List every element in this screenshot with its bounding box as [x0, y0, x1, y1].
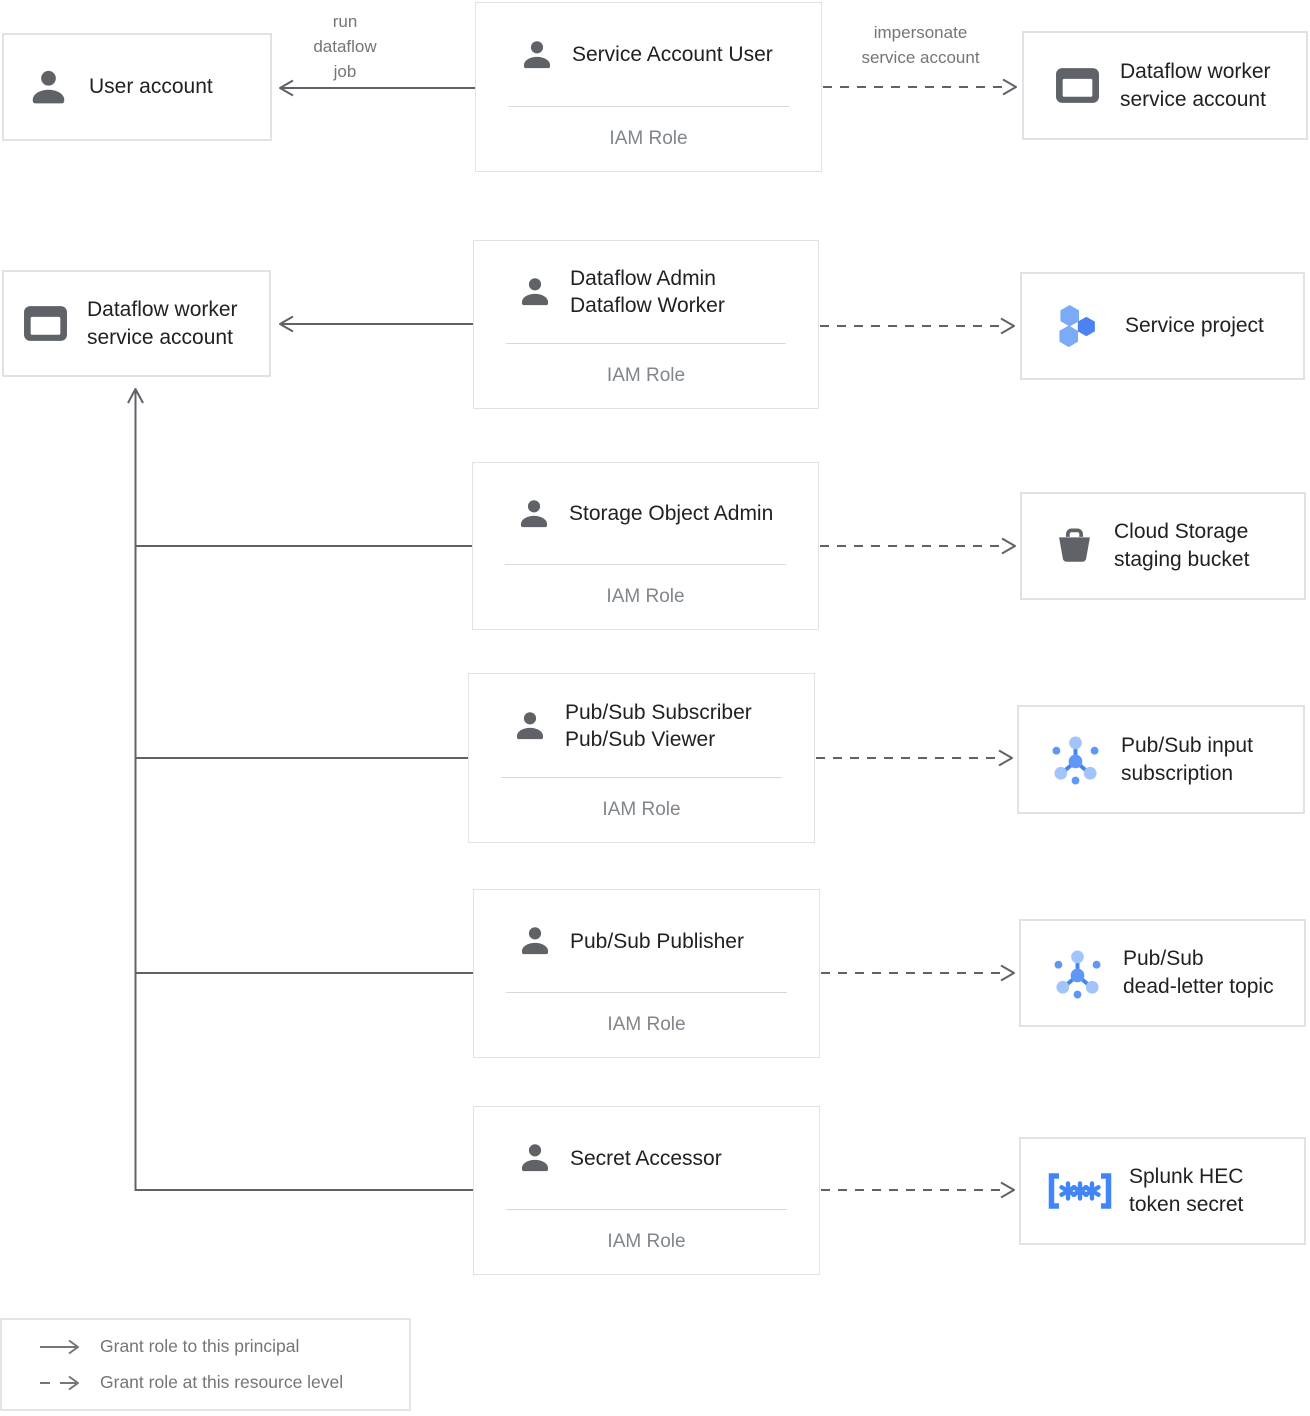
iam-role-label: IAM Role — [607, 1014, 686, 1035]
divider — [506, 992, 787, 993]
run-dataflow-job-label: run dataflow job — [313, 12, 377, 81]
iam-role-label: IAM Role — [609, 128, 688, 149]
splunk-hec-token-secret-label: Splunk HEC token secret — [1129, 1165, 1244, 1216]
pubsub-icon — [1052, 734, 1099, 785]
divider — [501, 777, 782, 778]
dashed-arrow-icon — [40, 1375, 79, 1390]
secret-accessor-card: Secret Accessor IAM Role — [473, 1106, 820, 1275]
user-account-card: User account — [2, 33, 272, 141]
pubsub-publisher-card: Pub/Sub Publisher IAM Role — [473, 889, 820, 1058]
arrow-run-dataflow-job — [279, 79, 475, 97]
storage-object-admin-card: Storage Object Admin IAM Role — [472, 462, 819, 630]
dataflow-worker-sa-label: Dataflow worker service account — [1120, 59, 1271, 111]
role-title: Dataflow Admin Dataflow Worker — [570, 267, 725, 317]
cloud-storage-bucket-card: Cloud Storage staging bucket — [1020, 492, 1306, 600]
arrow-to-token-secret — [821, 1181, 1015, 1199]
pubsub-input-subscription-label: Pub/Sub input subscription — [1121, 733, 1253, 785]
arrow-dataflow-admin-to-worker-sa — [279, 315, 473, 333]
divider — [506, 343, 786, 344]
role-title: Service Account User — [572, 43, 773, 66]
role-title: Storage Object Admin — [569, 502, 774, 525]
cloud-storage-bucket-label: Cloud Storage staging bucket — [1114, 520, 1250, 571]
iam-role-label: IAM Role — [606, 365, 686, 386]
arrow-roles-to-worker-sa-trunk — [127, 388, 473, 1191]
person-icon — [518, 924, 552, 958]
person-icon — [513, 709, 547, 743]
pubsub-dead-letter-topic-card: Pub/Sub dead-letter topic — [1019, 919, 1306, 1027]
dataflow-admin-worker-card: Dataflow Admin Dataflow Worker IAM Role — [473, 240, 819, 409]
pubsub-dead-letter-topic-label: Pub/Sub dead-letter topic — [1123, 947, 1274, 998]
service-account-window-icon — [1055, 66, 1100, 105]
divider — [506, 1209, 787, 1210]
iam-role-label: IAM Role — [602, 799, 681, 820]
arrow-to-dead-letter-topic — [821, 964, 1015, 982]
service-account-window-icon — [23, 304, 68, 343]
service-account-user-card: Service Account User IAM Role — [475, 2, 822, 172]
solid-arrow-icon — [40, 1339, 79, 1354]
arrow-to-service-project — [820, 317, 1015, 335]
storage-bucket-icon — [1053, 525, 1096, 568]
splunk-hec-token-secret-card: Splunk HEC token secret — [1019, 1137, 1306, 1245]
legend-row-dashed: Grant role at this resource level — [2, 1372, 409, 1393]
person-icon — [518, 1141, 552, 1175]
iam-role-label: IAM Role — [607, 1231, 686, 1252]
role-title: Pub/Sub Subscriber Pub/Sub Viewer — [565, 700, 752, 751]
person-icon — [517, 497, 551, 531]
arrow-impersonate-service-account — [823, 78, 1017, 96]
arrow-to-staging-bucket — [820, 537, 1016, 555]
legend-row-solid: Grant role to this principal — [2, 1336, 409, 1357]
divider — [505, 564, 786, 565]
person-icon — [518, 275, 552, 309]
role-title: Pub/Sub Publisher — [570, 929, 744, 953]
legend-solid-label: Grant role to this principal — [100, 1336, 300, 1356]
legend-dashed-label: Grant role at this resource level — [100, 1372, 344, 1392]
service-project-card: Service project — [1020, 272, 1305, 380]
role-title: Secret Accessor — [570, 1146, 722, 1170]
impersonate-service-account-label: impersonate service account — [861, 23, 980, 67]
dataflow-worker-service-account-card: Dataflow worker service account — [2, 270, 271, 377]
service-project-label: Service project — [1125, 314, 1264, 337]
arrow-to-input-subscription — [816, 749, 1013, 767]
pubsub-input-subscription-card: Pub/Sub input subscription — [1017, 705, 1305, 814]
dataflow-worker-service-account-card: Dataflow worker service account — [1022, 31, 1308, 140]
pubsub-subscriber-viewer-card: Pub/Sub Subscriber Pub/Sub Viewer IAM Ro… — [468, 673, 815, 843]
divider — [508, 106, 789, 107]
legend: Grant role to this principal Grant role … — [0, 1318, 411, 1411]
person-icon — [520, 38, 554, 72]
user-account-label: User account — [89, 75, 213, 98]
pubsub-icon — [1054, 948, 1101, 999]
iam-role-label: IAM Role — [606, 586, 685, 607]
dataflow-worker-sa-label: Dataflow worker service account — [87, 297, 238, 349]
secret-manager-icon — [1043, 1168, 1117, 1214]
project-hexagons-icon — [1056, 303, 1103, 350]
person-icon — [28, 67, 69, 108]
